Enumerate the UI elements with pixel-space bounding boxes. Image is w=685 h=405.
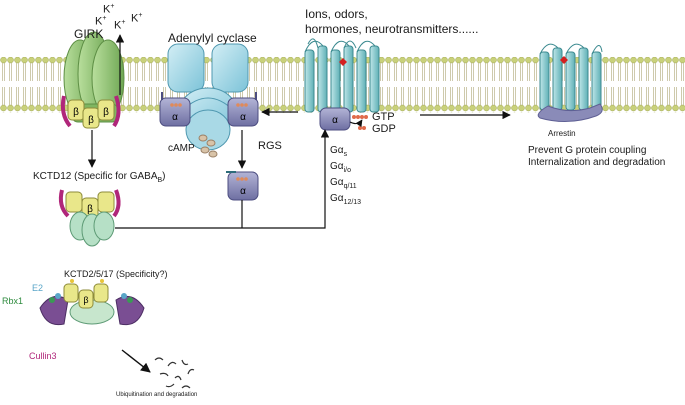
alpha-label: α: [240, 112, 246, 123]
beta-label: β: [103, 107, 109, 118]
camp-molecules: [198, 134, 218, 158]
beta-label: β: [73, 107, 79, 118]
beta-label: β: [83, 295, 88, 305]
kctd2517-complex: β: [39, 279, 145, 326]
ubiquitination-label: Ubiquitination and degradation: [116, 392, 198, 398]
gtp-label: GTP: [372, 111, 395, 123]
free-g-alpha: α: [226, 171, 259, 201]
arrow-to-ubiquitination: [121, 349, 151, 373]
ligand-icon: [560, 56, 568, 64]
degradation-fragments: [154, 357, 195, 389]
cullin3-label: Cullin3: [29, 351, 57, 361]
kctd2517-label: KCTD2/5/17 (Specificity?): [64, 269, 168, 279]
girk-label: GIRK: [74, 27, 104, 41]
alpha-label: α: [240, 186, 246, 197]
kctd12-complex: β: [58, 189, 121, 247]
beta-label: β: [88, 115, 94, 126]
cyclase-g-alpha-left: α: [159, 92, 191, 127]
kctd12-label: KCTD12 (Specific for GABAB): [33, 171, 166, 185]
gpcr-receptor-arrestin: [537, 43, 603, 122]
receptor-g-alpha: α: [319, 107, 368, 131]
camp-label: cAMP: [168, 143, 195, 154]
k-ion-label: K+: [95, 15, 107, 28]
k-ion-label: K+: [114, 19, 126, 32]
girk-gbetagamma: β β β: [60, 95, 121, 129]
arrestin-protein: [537, 103, 603, 122]
arrestin-effect-1: Prevent G protein coupling: [528, 145, 647, 156]
alpha-label: α: [172, 112, 178, 123]
arrestin-label: Arrestin: [548, 129, 576, 138]
rbx1-label: Rbx1: [2, 296, 24, 306]
gpcr-receptor: [304, 38, 380, 113]
e2-label: E2: [32, 283, 44, 293]
gdp-label: GDP: [372, 123, 396, 135]
kctd12-to-receptor-line: [115, 129, 330, 229]
rgs-label: RGS: [258, 140, 282, 152]
stimuli-label-1: Ions, odors,: [305, 7, 368, 21]
ligand-icon: [339, 58, 347, 66]
k-ion-label: K+: [131, 12, 143, 25]
alpha-label: α: [332, 115, 338, 126]
stimuli-label-2: hormones, neurotransmitters......: [305, 22, 479, 36]
arrestin-effect-2: Internalization and degradation: [528, 157, 666, 168]
cyclase-g-alpha-right: α: [227, 92, 259, 127]
adenylyl-cyclase-label: Adenylyl cyclase: [168, 31, 257, 45]
g-alpha-subtypes: Gαs Gαi/o Gαq/11 Gα12/13: [330, 145, 362, 206]
beta-label: β: [87, 204, 93, 215]
k-ion-label: K+: [103, 3, 115, 16]
